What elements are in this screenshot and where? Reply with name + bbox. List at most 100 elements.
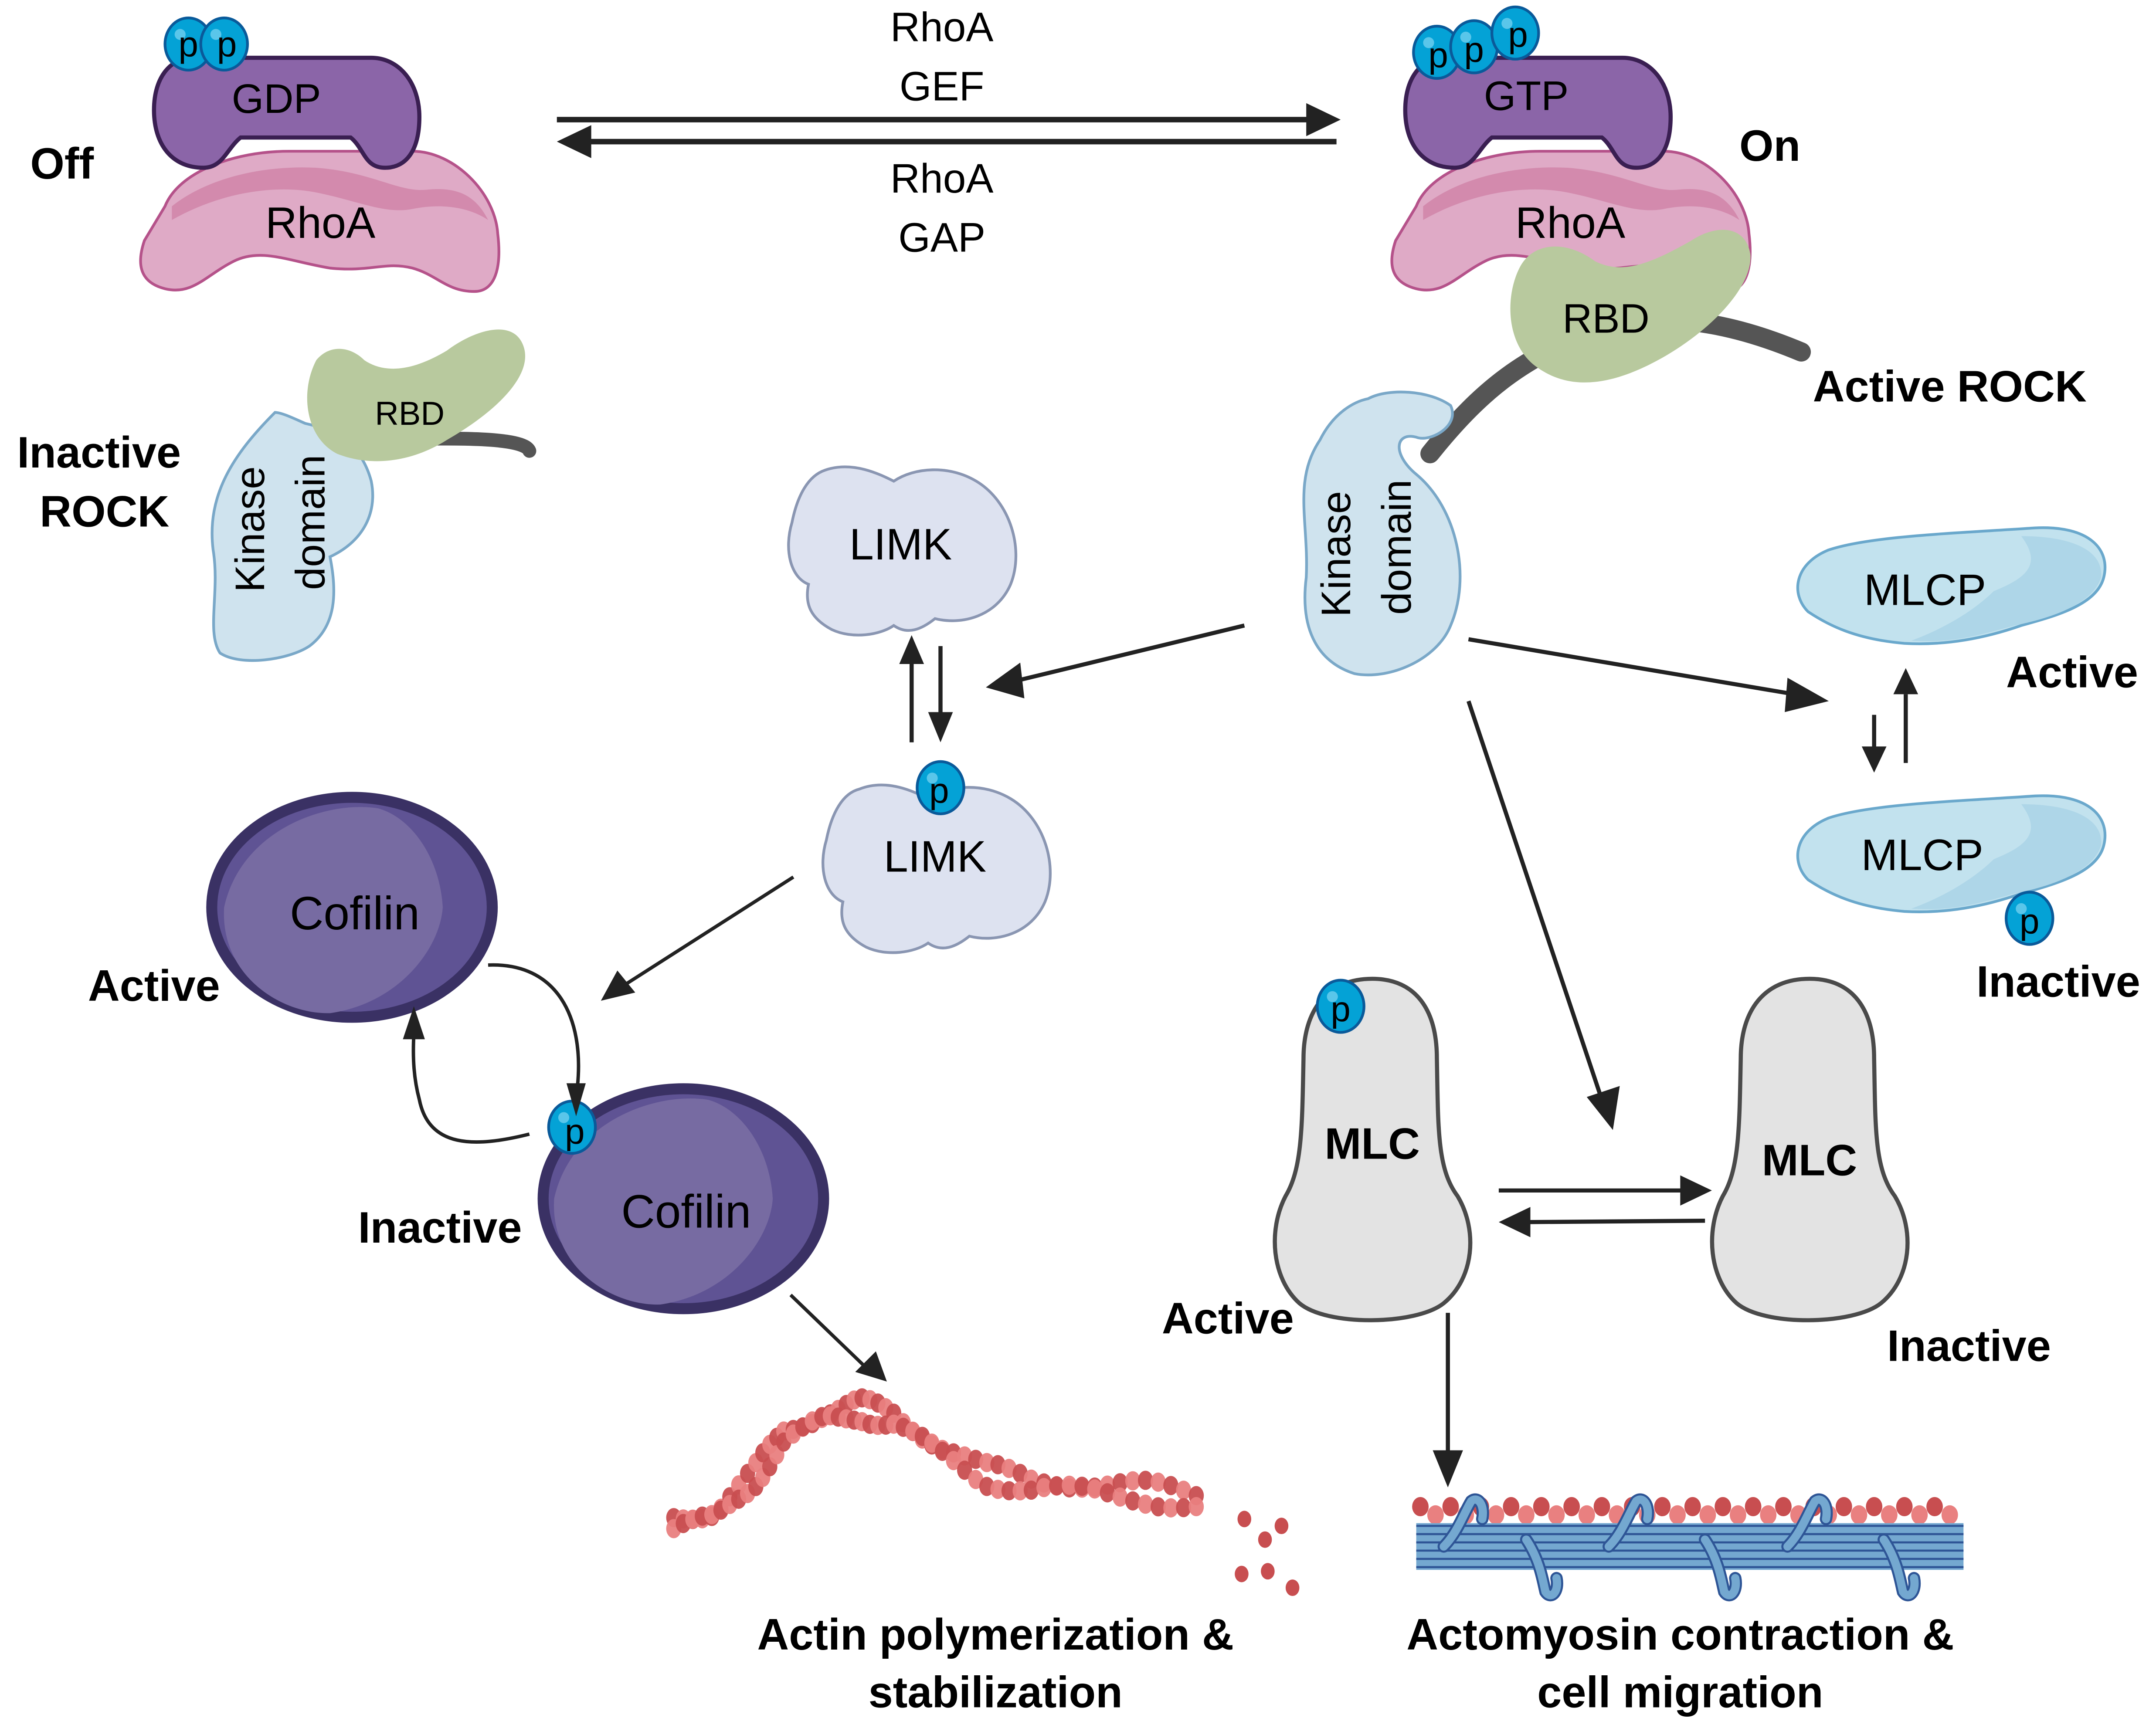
actin-subunit xyxy=(1163,1476,1178,1495)
phosphate-label: p xyxy=(1428,36,1448,75)
actin-subunit xyxy=(1137,1470,1153,1490)
actin-subunit xyxy=(1835,1497,1852,1517)
gtp-label: GTP xyxy=(1484,73,1569,119)
phosphate-label: p xyxy=(2020,901,2040,941)
actin-monomer xyxy=(1285,1579,1300,1596)
actin-outcome-line1: Actin polymerization & xyxy=(757,1610,1234,1659)
kinase-label-line1: Kinase xyxy=(227,466,273,592)
cofilin-inactive-state: Inactive xyxy=(358,1203,522,1252)
cofilin-phosphorylation-arrow xyxy=(488,963,581,1086)
arrowhead-icon xyxy=(557,125,591,158)
actin-subunit xyxy=(935,1441,950,1461)
actin-subunit xyxy=(1699,1505,1716,1525)
gtp-molecule xyxy=(1403,55,1673,170)
actin-subunit xyxy=(1503,1497,1520,1517)
mlcp-label: MLCP xyxy=(1864,566,1986,614)
actin-subunit xyxy=(1548,1505,1565,1525)
actin-subunit xyxy=(1745,1497,1762,1517)
actomyosin-detail xyxy=(1604,1495,1652,1551)
on-state-label: On xyxy=(1739,122,1800,170)
arrowhead-icon xyxy=(601,970,635,1001)
actin-subunit xyxy=(990,1480,1006,1499)
actin-subunit xyxy=(1427,1505,1444,1525)
actomyosin-detail xyxy=(1701,1535,1740,1599)
limk-phospho-label: LIMK xyxy=(884,832,987,881)
inactive-rock-label-line1: Inactive xyxy=(17,428,181,477)
mlcp-label: MLCP xyxy=(1861,831,1983,880)
actin-monomers-icon xyxy=(1235,1511,1300,1596)
arrowhead-icon xyxy=(899,635,924,664)
gef-gap-exchange: RhoA GEF RhoA GAP xyxy=(557,4,1341,261)
rhoa-gtp-complex: p p p GTP RhoA xyxy=(1390,7,1752,293)
kinase-domain-active xyxy=(1302,390,1462,677)
actin-subunit xyxy=(1125,1491,1141,1511)
phosphate-label: p xyxy=(1464,30,1484,70)
mlcp-cycle-arrows xyxy=(1861,668,1918,773)
actin-subunit xyxy=(1715,1497,1732,1517)
kinase-label-line2: domain xyxy=(288,455,334,590)
arrowhead-icon xyxy=(403,1006,425,1040)
mlc-label: MLC xyxy=(1762,1136,1857,1185)
actin-subunit xyxy=(1442,1497,1459,1517)
arrowhead-icon xyxy=(1306,103,1341,136)
phosphate-label: p xyxy=(1508,15,1528,54)
actin-monomer xyxy=(1258,1531,1272,1548)
mlcp-active-state: Active xyxy=(2006,648,2138,697)
actin-subunit xyxy=(1163,1498,1178,1518)
arrowhead-icon xyxy=(1680,1175,1712,1206)
rock-to-mlcp-arrow xyxy=(1468,637,1795,697)
gef-label-line2: GEF xyxy=(900,63,985,109)
mlc-inactive-state: Inactive xyxy=(1887,1322,2051,1371)
active-rock-label: Active ROCK xyxy=(1813,362,2087,411)
cofilin-inactive: p Cofilin xyxy=(537,1083,829,1315)
actin-subunit xyxy=(1669,1505,1686,1525)
actin-subunit xyxy=(1881,1505,1898,1525)
actin-subunit xyxy=(1062,1475,1077,1495)
phosphate-label: p xyxy=(178,24,198,64)
cofilin-active-state: Active xyxy=(88,962,220,1010)
actin-subunit xyxy=(1850,1505,1867,1525)
limk-phosphorylated: p LIMK xyxy=(822,762,1052,954)
actomyosin-detail xyxy=(1783,1495,1831,1551)
rock-to-limk-arrow xyxy=(1017,623,1245,683)
gdp-molecule xyxy=(152,55,421,170)
actin-subunit xyxy=(1563,1497,1580,1517)
actin-subunit xyxy=(1087,1479,1103,1499)
rbd-label: RBD xyxy=(1562,296,1650,342)
actin-subunit xyxy=(1760,1505,1777,1525)
limk-label: LIMK xyxy=(849,520,952,569)
actin-outcome-line2: stabilization xyxy=(869,1668,1123,1717)
rhoa-label: RhoA xyxy=(265,199,376,247)
actin-subunit xyxy=(1911,1505,1928,1525)
cofilin-dephosphorylation-arrow xyxy=(411,1033,530,1144)
mlc-active-state: Active xyxy=(1162,1294,1294,1343)
cofilin-label: Cofilin xyxy=(621,1185,751,1237)
actin-monomer xyxy=(1235,1565,1249,1582)
actomyosin-outcome-line2: cell migration xyxy=(1537,1668,1823,1717)
kinase-label-line2: domain xyxy=(1374,480,1420,615)
arrowhead-icon xyxy=(1586,1086,1620,1130)
actin-subunit xyxy=(1023,1481,1039,1500)
actin-subunit xyxy=(1896,1497,1913,1517)
myosin-bundle xyxy=(1416,1523,1964,1570)
actin-subunit xyxy=(1684,1497,1701,1517)
actin-subunit xyxy=(979,1453,995,1472)
actin-subunit xyxy=(1151,1472,1166,1492)
actin-subunit xyxy=(1176,1481,1192,1500)
rock-to-mlc-arrow xyxy=(1467,700,1604,1101)
actin-subunit xyxy=(957,1460,972,1480)
actomyosin-filament-icon xyxy=(1412,1493,1964,1602)
actin-subunit xyxy=(1578,1505,1595,1525)
actomyosin-detail xyxy=(1522,1535,1562,1599)
actin-monomer xyxy=(1274,1518,1289,1535)
actin-subunit xyxy=(1775,1497,1792,1517)
actin-subunit xyxy=(1151,1497,1166,1517)
rhoa-gdp-complex: p p GDP RhoA xyxy=(139,18,500,293)
rbd-domain-inactive xyxy=(307,329,526,461)
arrowhead-icon xyxy=(1893,668,1918,695)
actin-subunit xyxy=(1941,1505,1958,1525)
inactive-rock-label-line2: ROCK xyxy=(40,487,169,536)
actin-subunit xyxy=(1654,1497,1671,1517)
inactive-rock: RBD Kinase domain xyxy=(211,329,536,662)
